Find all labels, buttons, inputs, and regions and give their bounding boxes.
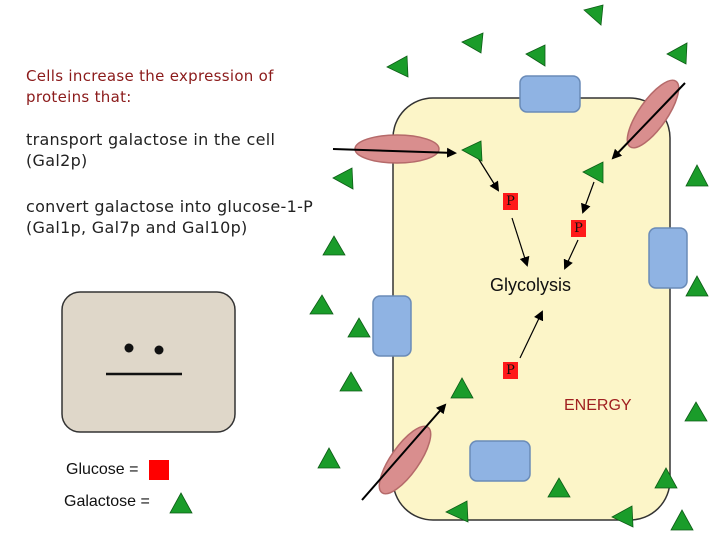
galactose-triangle-icon [525,44,546,67]
arrow-p-to-glycolysis [511,217,530,267]
galactose-triangle-icon [666,42,688,65]
galactose-triangle-icon [339,371,363,392]
legend-glucose-label: Glucose = [66,461,139,478]
phosphate-label-right: P [571,220,586,237]
galactose-triangle-icon [461,32,484,54]
galactose-triangle-icon [347,317,371,338]
transport-line-2: (Gal2p) [26,151,88,170]
galactose-triangle-icon [547,477,571,498]
galactose-triangle-icon [685,164,709,187]
arrow-transport-top-right [611,82,686,160]
galactose-triangle-icon [684,401,708,422]
galactose-triangle-icon [309,294,334,315]
blue-transporter-right [648,227,688,289]
galactose-triangle-icon [322,235,346,256]
legend-galactose-label: Galactose = [64,493,150,510]
glycolysis-label: Glycolysis [490,275,572,295]
galactose-triangle-icon [386,55,409,78]
galactose-triangle-icon [332,167,354,190]
galactose-triangle-icon [670,509,694,531]
energy-label: ENERGY [564,397,632,414]
arrow-transport-bottom [361,403,447,501]
phosphate-label-bottom: P [503,362,518,379]
permease-bottom [378,425,432,495]
galactose-triangle-icon [317,447,341,469]
legend-galactose-triangle-icon [169,492,193,514]
galactose-triangle-icon [461,140,483,162]
arrow-p-bottom-to-glycolysis [519,310,544,359]
arrow-galactose-to-p-right [581,181,595,214]
arrow-galactose-to-p [477,157,500,192]
intro-line-1: Cells increase the expression of [26,67,274,85]
intro-line-2: proteins that: [26,88,132,106]
galactose-triangle-icon [582,161,604,184]
phosphate-label-top: P [503,193,518,210]
galactose-triangle-icon [654,467,678,489]
arrow-p-right-to-glycolysis [563,239,579,270]
convert-line-2: (Gal1p, Gal7p and Gal10p) [26,218,248,237]
convert-line-1: convert galactose into glucose-1-P [26,197,314,216]
galactose-triangle-icon [445,500,469,523]
galactose-triangle-icon [583,4,604,26]
galactose-triangle-icon [685,275,709,297]
arrow-transport-left [332,147,457,158]
legend-glucose-square-icon [149,460,169,480]
blue-transporter-top [519,75,581,113]
blue-transporter-bottom [469,440,531,482]
transport-line-1: transport galactose in the cell [26,130,276,149]
galactose-group [169,4,709,531]
galactose-triangle-icon [450,377,474,399]
face-box [61,291,236,433]
cell-body [392,97,671,521]
blue-transporter-left [372,295,412,357]
galactose-triangle-icon [611,505,634,528]
permease-left [354,134,440,164]
face-icon [106,343,182,376]
